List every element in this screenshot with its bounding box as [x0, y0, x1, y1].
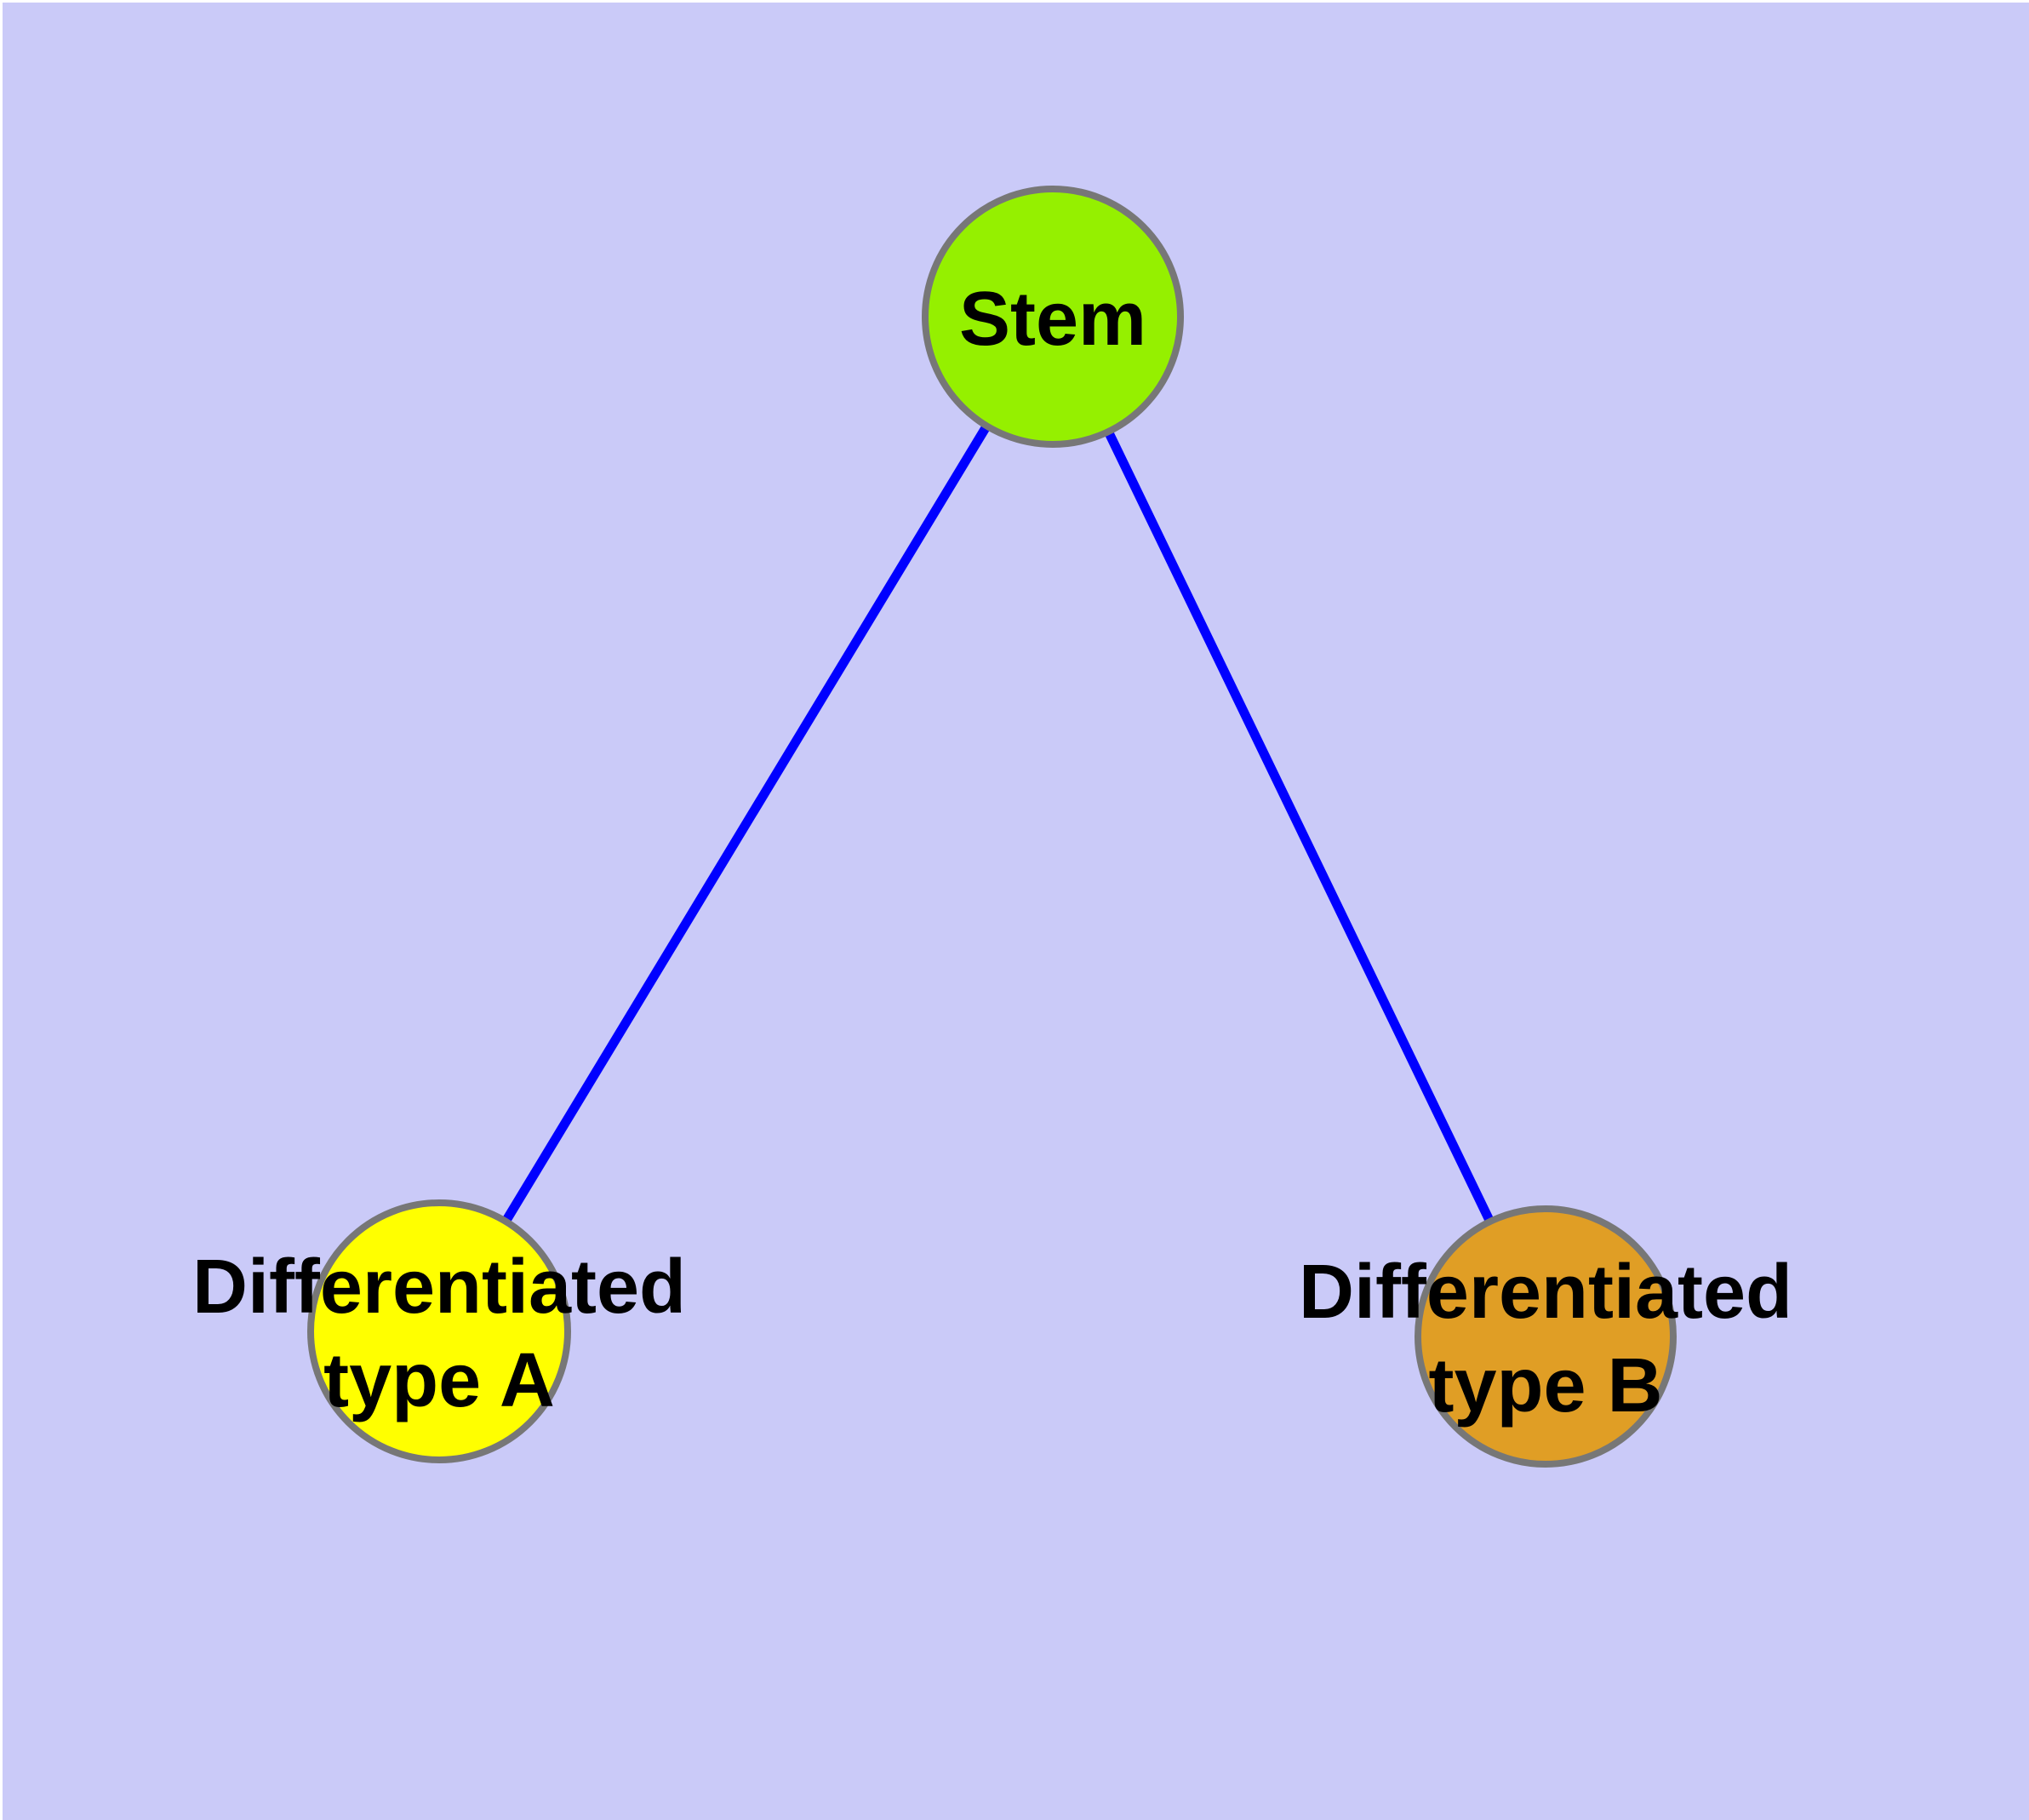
label-stem: Stem — [959, 277, 1146, 362]
node-differentiated-type-b — [1415, 1205, 1677, 1468]
node-stem — [922, 186, 1184, 448]
label-line: type A — [323, 1338, 555, 1423]
edge-stem-to-differentiated-type-b — [1049, 314, 1550, 1339]
label-line: type B — [1428, 1343, 1662, 1428]
node-differentiated-type-a — [307, 1199, 571, 1463]
edge-stem-to-differentiated-type-a — [435, 314, 1057, 1334]
label-line: Differentiated — [192, 1245, 686, 1330]
label-line: Stem — [959, 277, 1146, 362]
label-line: Differentiated — [1299, 1250, 1792, 1335]
